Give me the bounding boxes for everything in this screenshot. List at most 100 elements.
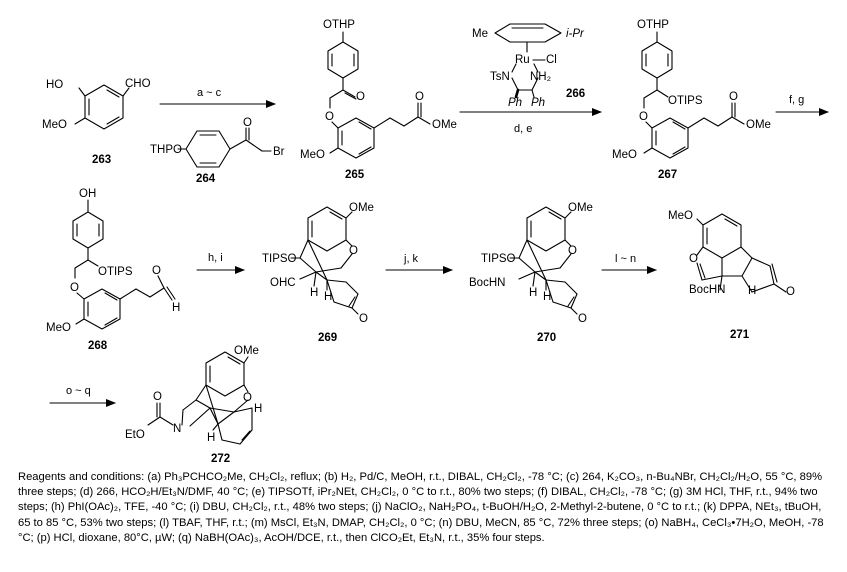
arrow-h-i: h, i: [196, 252, 245, 274]
compound-272-label-furan-o: O: [243, 392, 252, 404]
compound-268-bonds: [72, 199, 176, 330]
compound-263-label-hydroxy: HO: [46, 79, 63, 91]
compound-267-label-ome: OMe: [746, 119, 771, 131]
compound-265-label-ome: OMe: [432, 119, 457, 131]
compound-264: THPO O Br 264: [150, 117, 285, 185]
compound-263-number: 263: [92, 154, 111, 166]
compound-271-bonds: [696, 213, 787, 293]
arrow-f-g-label: f, g: [789, 94, 804, 106]
compound-271-number: 271: [730, 329, 750, 341]
arrow-h-i-label: h, i: [208, 252, 223, 264]
compound-268-label-ether-o: O: [70, 282, 79, 294]
catalyst-266-label-nh2: NH₂: [530, 71, 551, 83]
compound-268: OH OTIPS O O H MeO 268: [46, 188, 180, 352]
arrow-j-k: j, k: [385, 253, 453, 274]
compound-265-label-ester-o: O: [415, 91, 424, 103]
compound-272: OMe O O EtO N H H 272: [125, 345, 262, 465]
arrow-a-c: a ~ c: [159, 87, 276, 108]
compound-272-label-h-2: H: [207, 432, 215, 444]
catalyst-266-label-ph-1: Ph: [508, 97, 522, 109]
catalyst-266-label-ru: Ru: [515, 54, 530, 66]
arrow-l-n-label: l ~ n: [615, 253, 636, 265]
compound-269-label-h-2: H: [324, 291, 332, 303]
compound-269-bonds: [290, 206, 359, 315]
compound-269-label-h-1: H: [310, 287, 318, 299]
compound-265-number: 265: [345, 169, 365, 181]
compound-271-label-meo: MeO: [668, 210, 693, 222]
compound-267-label-ether-o: O: [639, 111, 648, 123]
compound-267-label-otips: OTIPS: [668, 95, 703, 107]
compound-263-bonds: [74, 84, 130, 130]
arrow-o-q: o ~ q: [49, 385, 116, 407]
compound-267-number: 267: [658, 169, 677, 181]
compound-265: OTHP O O O OMe MeO 265: [300, 19, 457, 181]
compound-270: OMe TIPSO O BocHN H H O 270: [469, 202, 593, 344]
compound-265-label-ether-o: O: [325, 111, 334, 123]
compound-263-label-methoxy: MeO: [42, 119, 67, 131]
arrow-f-g: f, g: [775, 94, 829, 116]
compound-270-label-enone-o: O: [578, 313, 587, 325]
compound-267: OTHP OTIPS O O OMe MeO 267: [612, 19, 771, 181]
compound-265-label-ketone-o: O: [356, 91, 365, 103]
compound-272-label-ome: OMe: [234, 345, 259, 357]
compound-264-label-bromo: Br: [273, 146, 285, 158]
compound-267-bonds: [641, 31, 745, 159]
arrow-o-q-label: o ~ q: [66, 385, 91, 397]
catalyst-266-label-ph-2: Ph: [531, 97, 545, 109]
compound-268-number: 268: [88, 340, 108, 352]
compound-265-bonds: [327, 31, 431, 159]
catalyst-266-label-ipr: i-Pr: [566, 28, 585, 40]
arrow-d-e: d, e: [459, 108, 602, 135]
compound-269-label-furan-o: O: [349, 245, 358, 257]
compound-268-label-otips: OTIPS: [98, 266, 133, 278]
compound-269-label-enone-o: O: [359, 313, 368, 325]
compound-263: HO CHO MeO 263: [42, 78, 151, 166]
compound-270-bonds: [509, 206, 578, 315]
arrow-a-c-label: a ~ c: [197, 87, 222, 99]
arrow-d-e-label: d, e: [514, 123, 532, 135]
compound-265-label-meo: MeO: [300, 149, 325, 161]
compound-264-label-thpo: THPO: [150, 144, 182, 156]
catalyst-266-label-tsn: TsN: [490, 71, 510, 83]
compound-270-label-ome: OMe: [568, 202, 593, 214]
compound-272-number: 272: [211, 453, 230, 465]
compound-268-label-aldehyde-h: H: [172, 302, 180, 314]
compound-272-label-carbonyl-o: O: [153, 391, 162, 403]
compound-268-label-oh: OH: [79, 188, 96, 200]
compound-269: OMe TIPSO O OHC H H O 269: [262, 202, 374, 344]
compound-269-label-ome: OMe: [349, 202, 374, 214]
compound-269-label-tipso: TIPSO: [262, 253, 297, 265]
compound-270-label-h-2: H: [543, 291, 551, 303]
compound-264-bonds: [177, 127, 272, 168]
compound-272-label-n: N: [173, 423, 181, 435]
compound-267-label-ester-o: O: [729, 91, 738, 103]
compound-270-label-bochn: BocHN: [469, 277, 505, 289]
compound-272-label-h-1: H: [254, 403, 262, 415]
compound-265-label-othp: OTHP: [323, 19, 355, 31]
compound-270-label-h-1: H: [529, 287, 537, 299]
compound-271: MeO O BocHN H O 271: [668, 210, 795, 341]
catalyst-266-bonds: [494, 23, 562, 99]
compound-268-label-meo: MeO: [46, 322, 71, 334]
compound-269-label-ohc: OHC: [270, 277, 296, 289]
catalyst-266-label-cl: Cl: [546, 54, 557, 66]
compound-271-label-pyran-o: O: [689, 253, 698, 265]
compound-272-label-eto: EtO: [125, 429, 145, 441]
arrow-j-k-label: j, k: [403, 253, 419, 265]
catalyst-266: Me i-Pr Ru Cl TsN NH₂ Ph Ph 266: [472, 23, 585, 109]
catalyst-266-number: 266: [566, 88, 585, 100]
compound-271-label-h: H: [748, 285, 756, 297]
compound-268-label-aldehyde-o: O: [152, 265, 161, 277]
compound-263-label-aldehyde: CHO: [125, 78, 151, 90]
compound-264-label-carbonyl: O: [243, 117, 252, 129]
compound-264-number: 264: [196, 173, 216, 185]
compound-267-label-othp: OTHP: [637, 19, 669, 31]
compound-270-label-furan-o: O: [568, 245, 577, 257]
compound-267-label-meo: MeO: [612, 149, 637, 161]
compound-271-label-ketone-o: O: [786, 286, 795, 298]
reagents-and-conditions: Reagents and conditions: (a) Ph₃PCHCO₂Me…: [18, 471, 824, 544]
compound-270-label-tipso: TIPSO: [481, 253, 516, 265]
catalyst-266-label-me: Me: [472, 28, 488, 40]
compound-270-number: 270: [537, 332, 556, 344]
compound-271-label-bochn: BocHN: [689, 284, 725, 296]
